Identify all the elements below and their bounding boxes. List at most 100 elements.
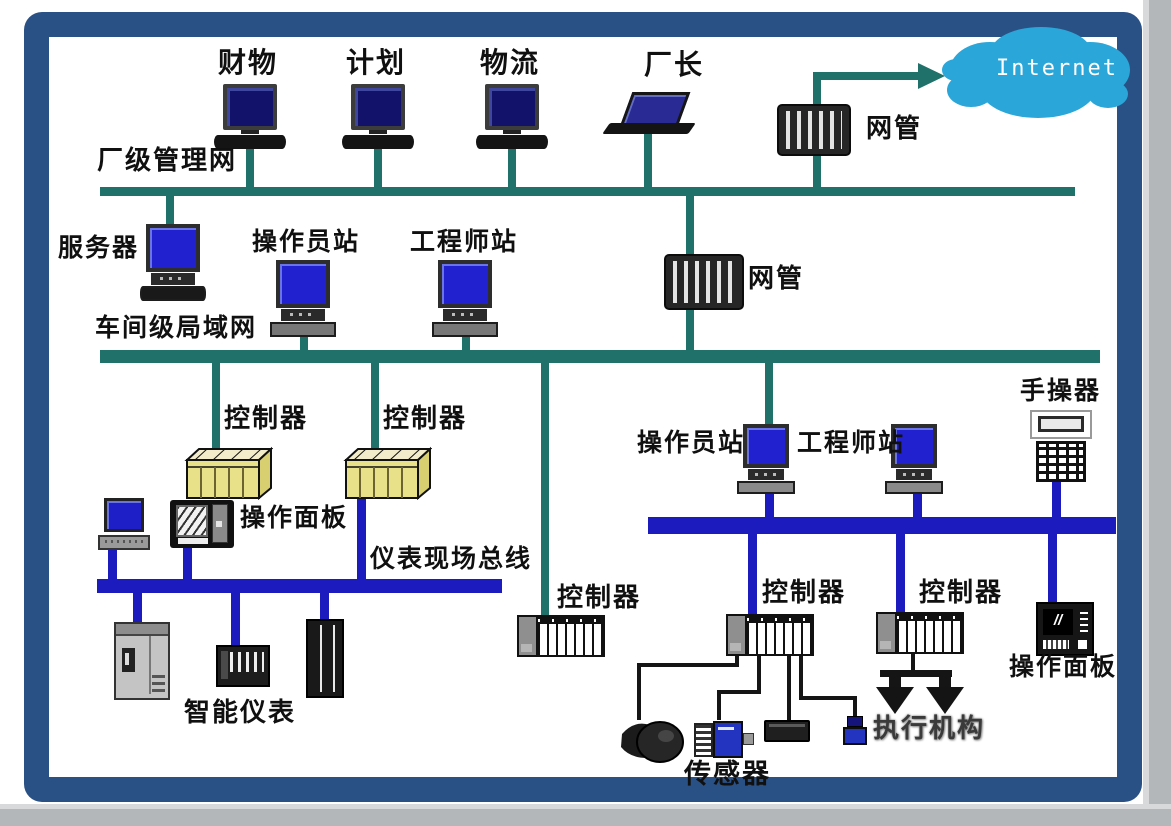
link-operator2-bottom [765,482,774,517]
actuator-arrow1-icon [876,687,914,714]
wire-actuator-shaft2 [939,677,951,688]
logistics-desktop-icon [476,84,548,149]
wire-sensor4-b [799,696,857,700]
engineer-station2-label: 工程师站 [797,429,906,457]
controller-left1-icon [177,446,273,500]
handheld-operator-label: 手操器 [1020,377,1102,405]
link-left-pc-fieldbus [108,549,117,579]
wire-sensor3 [787,652,791,722]
director-laptop-icon [602,92,696,136]
wire-sensor1-b [637,663,739,667]
link-controller-mid [541,363,549,617]
flat-sensor-icon [764,720,810,742]
panel-left-label: 操作面板 [240,504,349,532]
operator-panel-right-icon: // [1036,602,1094,656]
director-label: 厂长 [644,49,705,80]
wire-sensor2-c [717,692,721,720]
server-computer-icon [140,224,206,301]
outer-gray-strip-right [1143,0,1171,826]
wire-actuator-bar [880,670,952,677]
field-workstation-icon [98,498,150,550]
operator-station1-label: 操作员站 [252,228,361,256]
link-instrument1 [133,593,142,623]
smart-instrument3-icon [306,619,344,698]
sensors-label: 传感器 [684,759,771,789]
plan-label: 计划 [346,47,407,78]
field-bus-left [97,579,502,593]
panel-right-label: 操作面板 [1009,653,1118,681]
controller-mid-icon [517,615,605,657]
panel-screen-marks: // [1043,609,1073,635]
wire-sensor2-a [757,652,761,692]
diagram-frame-border [24,12,1142,802]
wire-sensor1-c [637,665,641,720]
link-server [166,196,174,229]
smart-instrument2-icon [216,645,270,687]
link-handheld-bottom [1052,480,1061,517]
wire-actuator-shaft1 [889,677,901,688]
wire-sensor2-b [717,690,761,694]
link-director-laptop [644,131,652,187]
workshop-lan-bus [100,350,1100,363]
operator-station1-icon [270,260,336,337]
wire-sensor1-a [735,652,739,665]
net-mgmt-mid-label: 网管 [748,263,805,293]
link-panel-right [1048,534,1057,603]
link-instrument3 [320,593,329,620]
controller-left2-icon [336,446,432,500]
horn-sensor-icon [616,716,686,769]
controller-left2-label: 控制器 [383,403,468,433]
link-to-internet [813,72,920,80]
actuator-arrow2-icon [926,687,964,714]
factory-lan-label: 厂级管理网 [97,145,238,175]
wire-sensor4-c [853,698,857,720]
workshop-lan-label: 车间级局域网 [95,314,258,342]
link-logistics-pc [508,140,516,187]
field-bus-right [648,517,1116,534]
field-bus-label: 仪表现场总线 [370,545,533,573]
controller-mid-label: 控制器 [557,582,642,612]
handheld-operator-icon [1030,410,1092,484]
smart-instruments-label: 智能仪表 [184,697,297,727]
outer-gray-strip-bottom [0,804,1171,826]
controller-right1-label: 控制器 [762,577,847,607]
link-controller-right2 [896,534,905,613]
link-plan-pc [374,140,382,187]
link-operator1 [300,326,308,350]
link-engineer2-bottom [913,482,922,517]
link-controller-left2 [371,363,379,450]
plan-desktop-icon [342,84,414,149]
finance-label: 财物 [218,47,279,78]
factory-management-bus [100,187,1075,196]
motor-sensor-icon [694,716,754,760]
engineer-station2-icon [885,424,943,494]
link-instrument2 [231,593,240,646]
server-label: 服务器 [58,234,140,262]
operator-station2-label: 操作员站 [637,429,746,457]
smart-instrument1-icon [114,622,170,700]
controller-right1-icon [726,614,814,656]
link-finance-pc [246,140,254,187]
engineer-station1-label: 工程师站 [410,228,519,256]
net-mgmt-top-label: 网管 [866,113,923,143]
internet-label: Internet [996,56,1118,81]
internet-arrowhead-icon [918,63,945,89]
controller-left1-label: 控制器 [224,403,309,433]
link-engineer1 [462,326,470,350]
switch1-icon [777,104,851,156]
operator-station2-icon [737,424,795,494]
link-controller-left1 [212,363,220,450]
switch2-icon [664,254,744,310]
valve-sensor-icon [842,716,868,746]
wire-actuator-stem [911,650,915,672]
engineer-station1-icon [432,260,498,337]
finance-desktop-icon [214,84,286,149]
wire-sensor4-a [799,652,803,698]
operator-panel-left-icon [170,500,234,548]
link-controller-right1 [748,534,757,615]
link-operator2-top [765,363,773,426]
controller-right2-icon [876,612,964,654]
actuators-label: 执行机构 [873,713,986,743]
link-panel-left-fieldbus [183,548,192,579]
